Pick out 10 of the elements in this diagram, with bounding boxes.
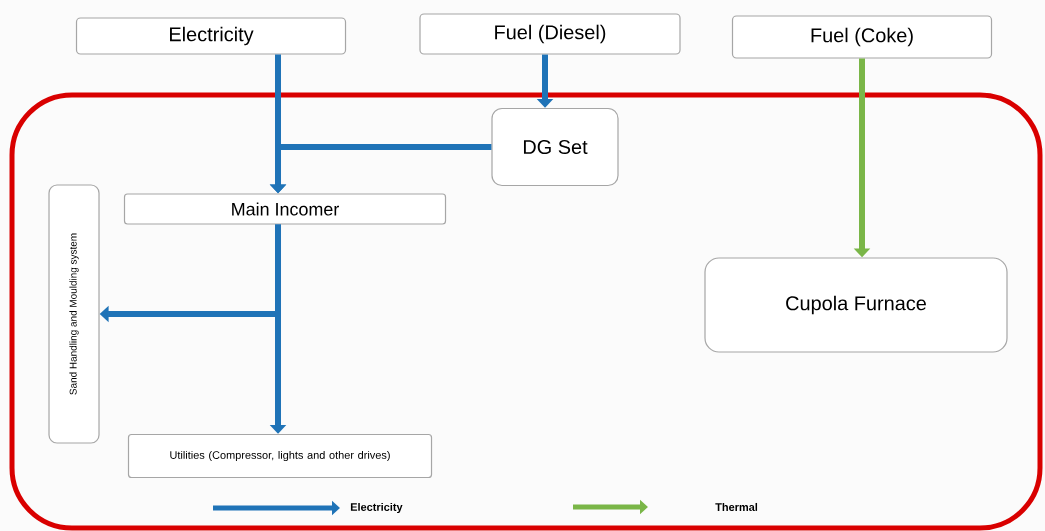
process-box: Fuel (Diesel): [419, 13, 681, 55]
legend-label: Electricity: [350, 502, 403, 514]
furnace-box: Cupola Furnace: [704, 257, 1008, 353]
legend-label: Thermal: [715, 502, 758, 511]
system-box: Sand Handling and Moulding system: [48, 184, 100, 444]
process-box: Utilities (Compressor, lights and other drives): [127, 433, 433, 479]
process-box: Main Incomer: [123, 193, 447, 225]
equipment-box: DG Set: [491, 107, 619, 187]
process-box: Fuel (Coke): [731, 15, 993, 59]
process-box: Electricity: [75, 17, 347, 55]
